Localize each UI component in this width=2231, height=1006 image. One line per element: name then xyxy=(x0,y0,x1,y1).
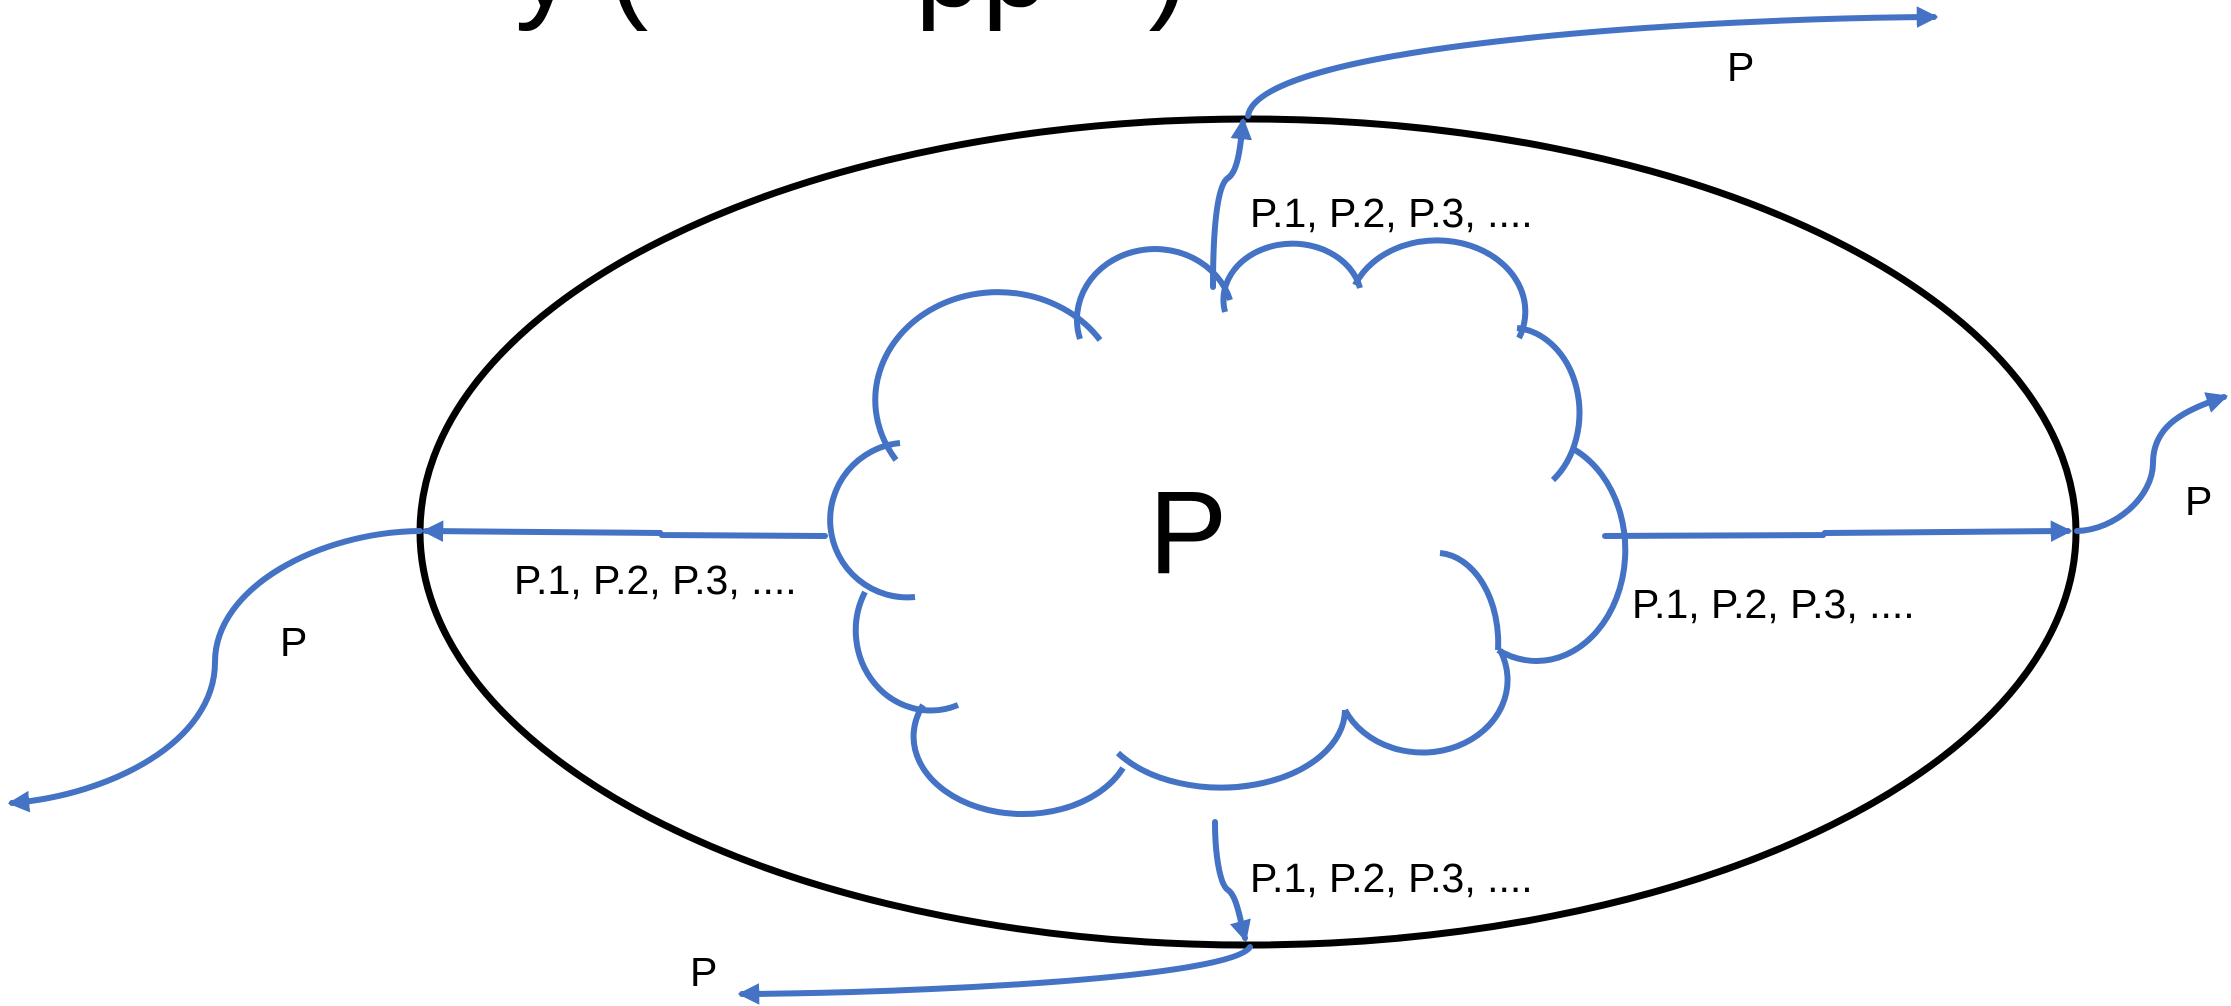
left-outer-flow-arrow xyxy=(7,528,423,813)
top-inner-label: P.1, P.2, P.3, .... xyxy=(1250,190,1533,236)
right-inner-flow-arrow xyxy=(1602,520,2073,542)
right-outer-label: P xyxy=(2185,478,2212,524)
right-inner-label: P.1, P.2, P.3, .... xyxy=(1632,581,1915,627)
left-inner-label: P.1, P.2, P.3, .... xyxy=(514,557,797,603)
left-inner-flow-arrow xyxy=(421,520,828,542)
right-outer-flow-arrow xyxy=(2074,392,2229,534)
title-fragment: y ( pp ) xyxy=(515,0,1188,32)
top-flow: P.1, P.2, P.3, .... P xyxy=(1210,6,1939,290)
bottom-inner-flow-arrow xyxy=(1212,819,1251,943)
top-inner-flow-arrow xyxy=(1210,117,1253,290)
left-outer-label: P xyxy=(280,619,307,665)
bottom-flow: P.1, P.2, P.3, .... P xyxy=(690,819,1533,1005)
bottom-outer-label: P xyxy=(690,949,717,995)
top-outer-flow-arrow xyxy=(1245,6,1939,119)
top-outer-label: P xyxy=(1727,44,1754,90)
bottom-inner-label: P.1, P.2, P.3, .... xyxy=(1250,855,1533,901)
center-label: P xyxy=(1149,467,1228,599)
right-flow: P.1, P.2, P.3, .... P xyxy=(1602,392,2229,627)
left-flow: P.1, P.2, P.3, .... P xyxy=(7,520,828,813)
bottom-outer-flow-arrow xyxy=(737,944,1253,1005)
cloud-icon xyxy=(827,237,1629,818)
